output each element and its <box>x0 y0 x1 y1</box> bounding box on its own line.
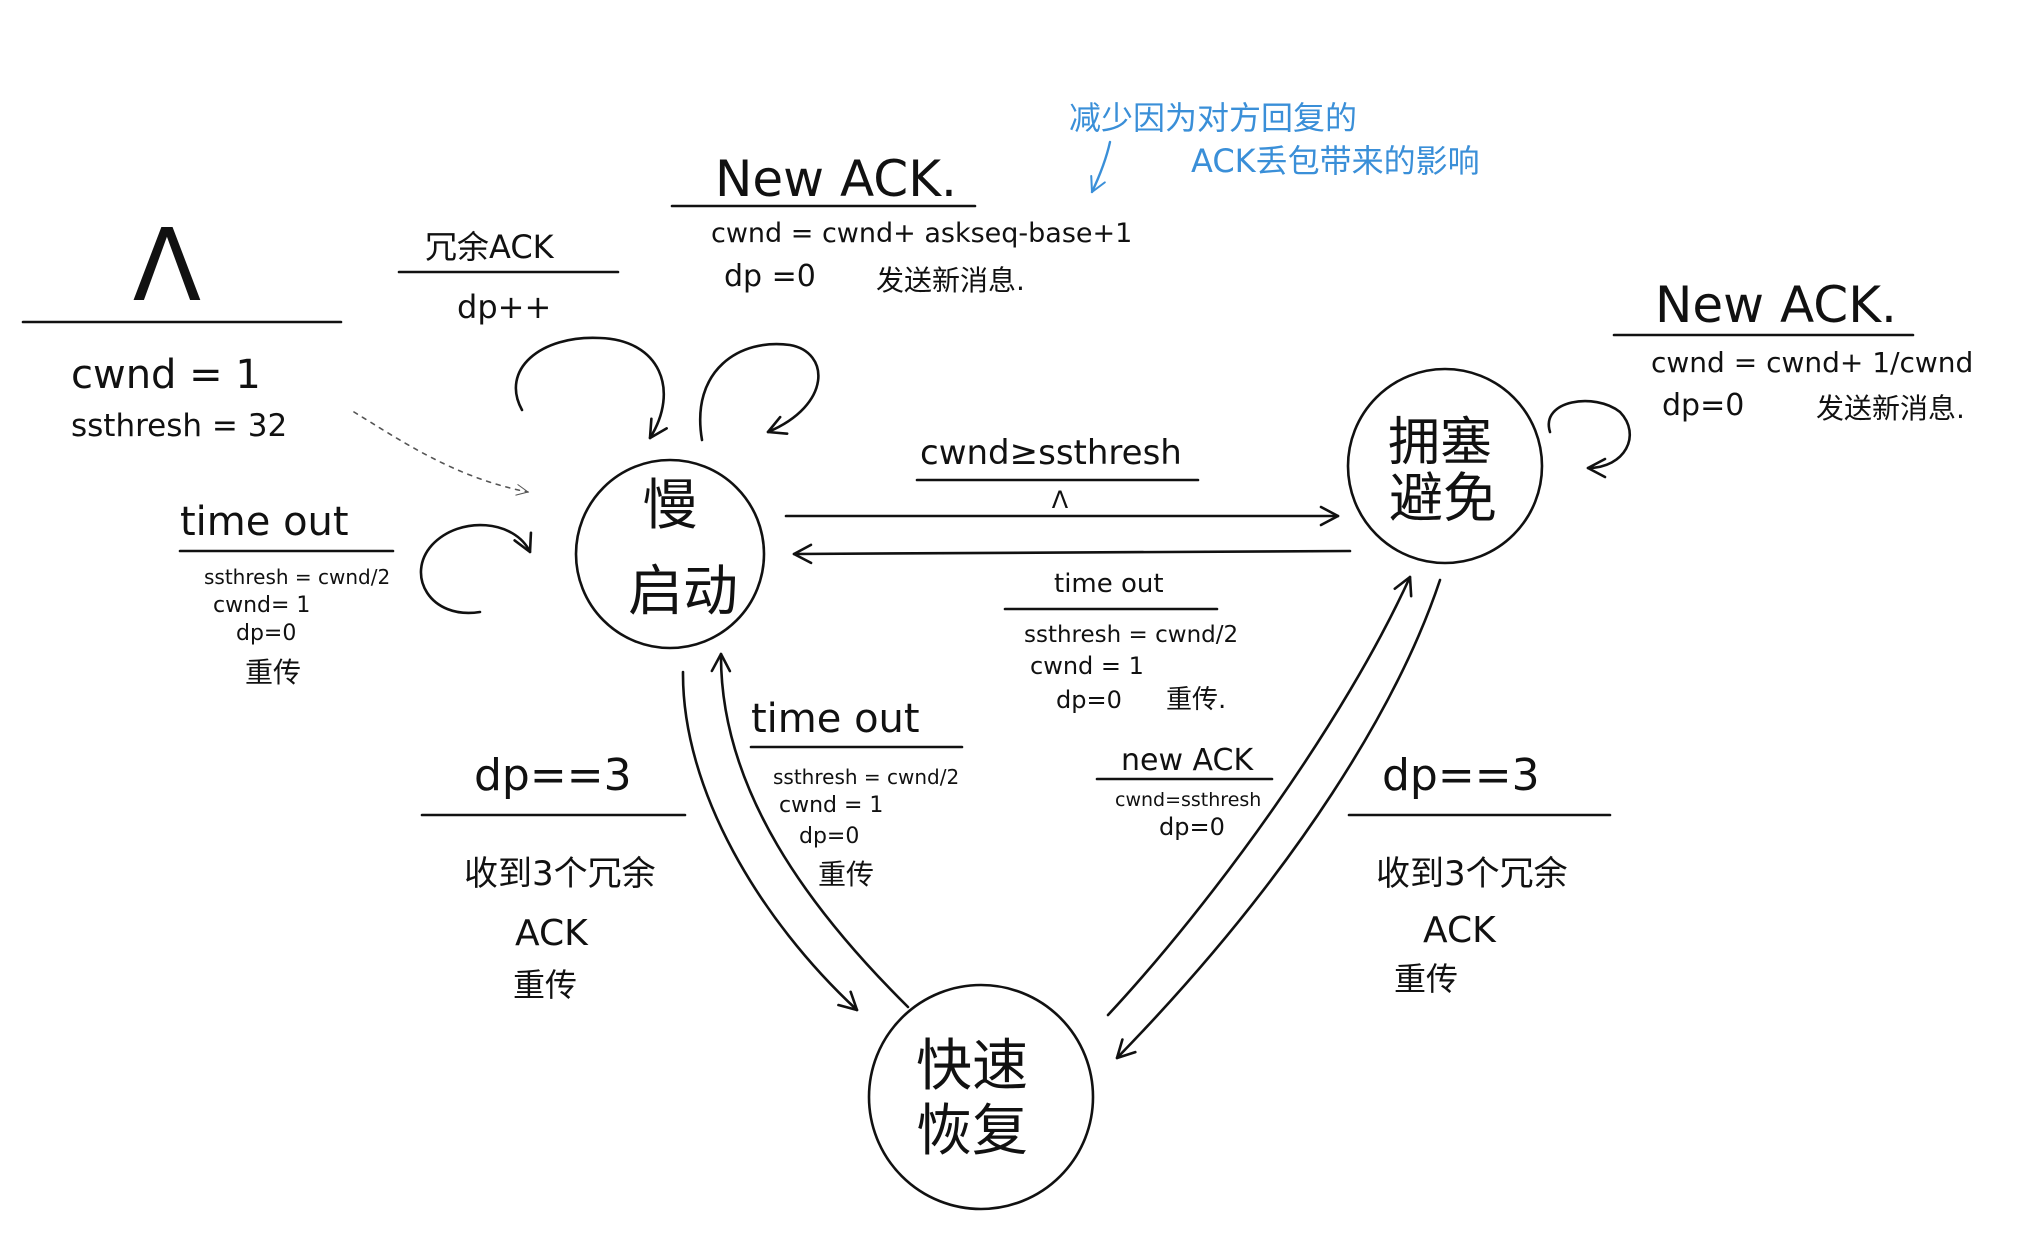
slow-timeout-ssthresh: ssthresh = cwnd/2 <box>204 565 390 589</box>
new-ack-send: 发送新消息. <box>876 264 1025 297</box>
note-arrow <box>1090 140 1112 194</box>
slow-start-dup-ack-label: 冗余ACK dp++ <box>397 228 620 326</box>
avoidance-new-ack-event: New ACK. <box>1655 276 1897 334</box>
initial-symbol: Λ <box>133 207 201 324</box>
fast-recovery-label-line-2: 恢复 <box>916 1099 1028 1164</box>
congestion-avoidance-label-line-2: 避免 <box>1389 467 1497 530</box>
slow-start-timeout-loop <box>419 523 533 615</box>
slow-start-timeout-label: time out ssthresh = cwnd/2 cwnd= 1 dp=0 … <box>178 499 395 689</box>
slow-to-fast-event: dp==3 <box>474 750 632 801</box>
slow-to-fast-line-3: 重传 <box>513 966 577 1004</box>
slow-to-avoidance-condition: cwnd≥ssthresh <box>920 433 1182 473</box>
fast-to-avoidance-arrow <box>1106 575 1413 1017</box>
new-ack-cwnd: cwnd = cwnd+ askseq-base+1 <box>711 218 1132 249</box>
avoidance-new-ack-label: New ACK. cwnd = cwnd+ 1/cwnd dp=0 发送新消息. <box>1612 276 1973 425</box>
dup-ack-event: 冗余ACK <box>425 228 555 266</box>
congestion-avoidance-circle <box>1346 367 1544 565</box>
dup-ack-action: dp++ <box>457 288 551 326</box>
avoidance-to-fast-line-3: 重传 <box>1394 960 1458 998</box>
initial-state: Λ cwnd = 1 ssthresh = 32 <box>21 207 530 496</box>
note-line-1: 减少因为对方回复的 <box>1069 99 1357 137</box>
slow-to-fast-line-2: ACK <box>515 913 589 954</box>
slow-start-label-line-2: 启动 <box>628 559 738 623</box>
slow-start-new-ack-label: New ACK. cwnd = cwnd+ askseq-base+1 dp =… <box>670 150 1132 297</box>
fast-to-avoidance-dp: dp=0 <box>1159 813 1225 841</box>
state-fast-recovery: 快速 恢复 <box>867 983 1095 1211</box>
fast-to-slow-dp: dp=0 <box>799 824 859 849</box>
slow-start-circle <box>574 458 766 650</box>
new-ack-dp: dp =0 <box>724 259 816 294</box>
avoidance-to-slow-event: time out <box>1054 569 1164 599</box>
slow-to-avoidance-action: Λ <box>1052 486 1069 514</box>
slow-start-new-ack-loop <box>699 342 820 442</box>
slow-start-label-line-1: 慢 <box>642 473 697 537</box>
fast-recovery-label-line-1: 快速 <box>916 1034 1028 1099</box>
avoidance-to-fast-arrow <box>1115 578 1442 1060</box>
fast-to-slow-arrow <box>710 652 910 1009</box>
initial-cwnd: cwnd = 1 <box>71 352 261 398</box>
new-ack-event: New ACK. <box>715 150 957 208</box>
congestion-avoidance-label-line-1: 拥塞 <box>1388 413 1492 473</box>
avoidance-new-ack-dp: dp=0 <box>1662 388 1744 423</box>
initial-arrow <box>353 411 530 496</box>
annotation-note: 减少因为对方回复的 ACK丢包带来的影响 <box>1069 99 1480 194</box>
slow-timeout-event: time out <box>180 499 349 545</box>
fast-to-avoidance-cwnd: cwnd=ssthresh <box>1115 789 1261 811</box>
slow-to-avoidance-label: cwnd≥ssthresh Λ <box>915 433 1200 514</box>
avoidance-to-slow-dp: dp=0 <box>1056 686 1122 714</box>
state-slow-start: 慢 启动 <box>574 458 766 650</box>
avoidance-new-ack-send: 发送新消息. <box>1816 392 1965 425</box>
avoidance-to-slow-retransmit: 重传. <box>1166 685 1226 715</box>
avoidance-to-slow-cwnd: cwnd = 1 <box>1030 652 1144 680</box>
avoidance-new-ack-cwnd: cwnd = cwnd+ 1/cwnd <box>1651 346 1973 379</box>
note-line-2: ACK丢包带来的影响 <box>1191 142 1480 180</box>
slow-timeout-retransmit: 重传 <box>245 656 301 689</box>
avoidance-to-slow-label: time out ssthresh = cwnd/2 cwnd = 1 dp=0… <box>1003 569 1238 715</box>
avoidance-to-fast-event: dp==3 <box>1382 750 1540 801</box>
slow-start-dup-ack-loop <box>514 336 668 440</box>
congestion-avoidance-new-ack-loop <box>1547 399 1631 479</box>
slow-to-fast-line-1: 收到3个冗余 <box>464 854 656 894</box>
avoidance-to-fast-line-1: 收到3个冗余 <box>1376 854 1568 894</box>
slow-to-fast-label: dp==3 收到3个冗余 ACK 重传 <box>420 750 687 1004</box>
slow-timeout-dp: dp=0 <box>236 621 296 646</box>
fast-to-slow-retransmit: 重传 <box>818 858 874 891</box>
avoidance-to-fast-line-2: ACK <box>1423 910 1497 951</box>
fast-recovery-circle <box>867 983 1095 1211</box>
slow-to-fast-arrow <box>681 670 859 1012</box>
fast-to-slow-cwnd: cwnd = 1 <box>779 793 883 818</box>
fast-to-slow-event: time out <box>751 696 920 742</box>
fast-to-avoidance-event: new ACK <box>1121 743 1254 778</box>
fast-to-slow-label: time out ssthresh = cwnd/2 cwnd = 1 dp=0… <box>749 696 964 891</box>
avoidance-to-slow-arrow <box>792 543 1352 565</box>
avoidance-to-fast-label: dp==3 收到3个冗余 ACK 重传 <box>1347 750 1612 998</box>
fast-to-avoidance-label: new ACK cwnd=ssthresh dp=0 <box>1095 743 1274 841</box>
initial-ssthresh: ssthresh = 32 <box>71 408 287 444</box>
state-congestion-avoidance: 拥塞 避免 <box>1346 367 1544 565</box>
fast-to-slow-ssthresh: ssthresh = cwnd/2 <box>773 765 959 789</box>
slow-timeout-cwnd: cwnd= 1 <box>213 593 310 618</box>
avoidance-to-slow-ssthresh: ssthresh = cwnd/2 <box>1024 622 1238 648</box>
